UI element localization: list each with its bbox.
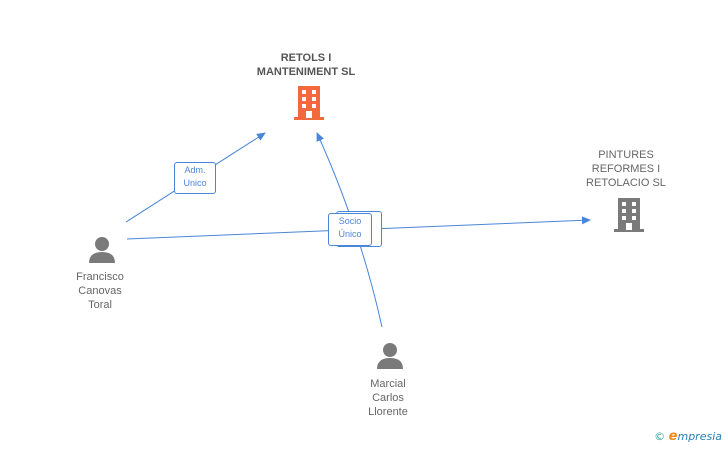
copyright-symbol: ©	[654, 430, 666, 443]
brand-logo: © empresia	[654, 429, 722, 444]
person-icon[interactable]	[376, 341, 404, 369]
brand-text: mpresia	[677, 430, 722, 443]
person-francisco-name[interactable]: Francisco Canovas Toral	[76, 271, 124, 311]
relation-socio-unico-badge: Socio Único	[328, 213, 372, 246]
person-marcial-name[interactable]: Marcial Carlos Llorente	[368, 378, 408, 418]
building-icon[interactable]	[614, 198, 644, 232]
company-other-name[interactable]: PINTURES REFORMES I RETOLACIO SL	[586, 149, 666, 189]
brand-e: e	[668, 429, 678, 444]
person-icon[interactable]	[88, 235, 116, 263]
relation-adm-unico-badge: Adm. Unico	[174, 162, 216, 194]
building-icon[interactable]	[294, 86, 324, 120]
company-main-name[interactable]: RETOLS I MANTENIMENT SL	[256, 52, 356, 78]
